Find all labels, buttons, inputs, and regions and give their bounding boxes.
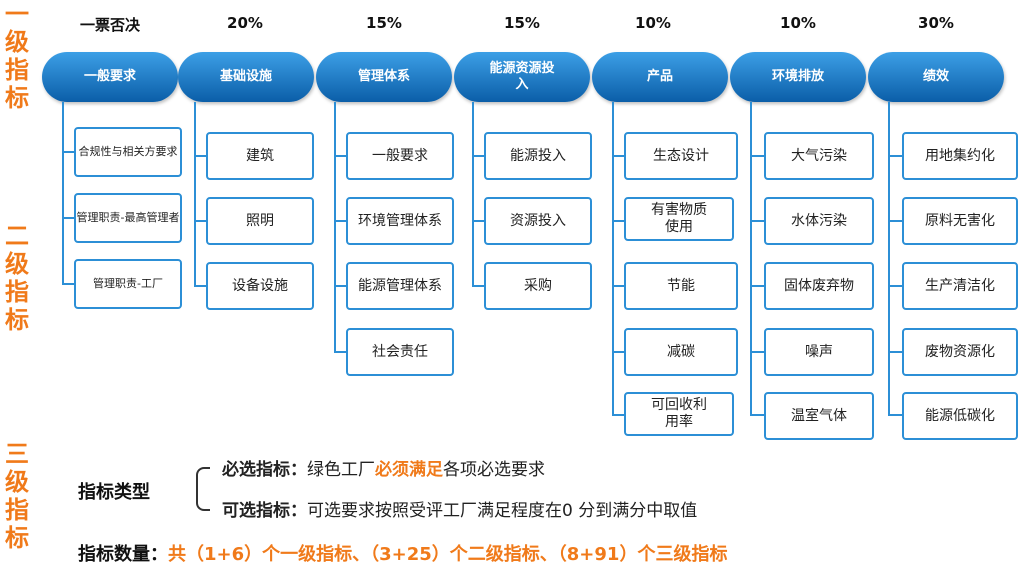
connector-branch bbox=[612, 220, 624, 222]
item-social-responsibility: 社会责任 bbox=[346, 328, 454, 376]
item-energy-saving: 节能 bbox=[624, 262, 738, 310]
item-energy-system: 能源管理体系 bbox=[346, 262, 454, 310]
item-air-pollution: 大气污染 bbox=[764, 132, 874, 180]
connector-branch bbox=[472, 155, 484, 157]
connector-branch bbox=[472, 285, 484, 287]
item-land-intensive: 用地集约化 bbox=[902, 132, 1018, 180]
item-hazardous-substances: 有害物质使用 bbox=[624, 197, 734, 241]
item-harmless-materials: 原料无害化 bbox=[902, 197, 1018, 245]
connector-branch bbox=[750, 351, 764, 353]
connector-product bbox=[612, 102, 614, 416]
item-resource-input: 资源投入 bbox=[484, 197, 592, 245]
connector-infrastructure bbox=[194, 102, 196, 286]
weight-label-infrastructure: 20% bbox=[227, 14, 263, 32]
connector-branch bbox=[888, 285, 902, 287]
weight-label-management: 15% bbox=[366, 14, 402, 32]
connector-management bbox=[334, 102, 336, 352]
connector-performance bbox=[888, 102, 890, 416]
connector-branch bbox=[62, 151, 74, 153]
item-compliance: 合规性与相关方要求 bbox=[74, 127, 182, 177]
item-carbon-reduction: 减碳 bbox=[624, 328, 738, 376]
connector-branch bbox=[194, 285, 206, 287]
node-management-system: 管理体系 bbox=[316, 52, 452, 102]
item-general-requirement: 一般要求 bbox=[346, 132, 454, 180]
item-low-carbon-energy: 能源低碳化 bbox=[902, 392, 1018, 440]
node-performance: 绩效 bbox=[868, 52, 1004, 102]
connector-branch bbox=[612, 351, 624, 353]
connector-branch bbox=[334, 285, 346, 287]
connector-branch bbox=[194, 220, 206, 222]
item-energy-input: 能源投入 bbox=[484, 132, 592, 180]
indicator-type-label: 指标类型 bbox=[78, 482, 150, 503]
node-product: 产品 bbox=[592, 52, 728, 102]
connector-branch bbox=[888, 351, 902, 353]
connector-branch bbox=[888, 155, 902, 157]
item-water-pollution: 水体污染 bbox=[764, 197, 874, 245]
item-greenhouse-gas: 温室气体 bbox=[764, 392, 874, 440]
node-general-requirements: 一般要求 bbox=[42, 52, 178, 102]
node-infrastructure: 基础设施 bbox=[178, 52, 314, 102]
weight-label-performance: 30% bbox=[918, 14, 954, 32]
connector-branch bbox=[888, 220, 902, 222]
item-eco-design: 生态设计 bbox=[624, 132, 738, 180]
item-equipment: 设备设施 bbox=[206, 262, 314, 310]
item-waste-recycling: 废物资源化 bbox=[902, 328, 1018, 376]
connector-branch bbox=[334, 351, 346, 353]
connector-branch bbox=[612, 285, 624, 287]
weight-label-emission: 10% bbox=[780, 14, 816, 32]
item-procurement: 采购 bbox=[484, 262, 592, 310]
item-factory-management: 管理职责-工厂 bbox=[74, 259, 182, 309]
level1-side-label: 一 级 指 标 bbox=[5, 0, 29, 112]
connector-branch bbox=[888, 414, 902, 416]
item-building: 建筑 bbox=[206, 132, 314, 180]
connector-branch bbox=[472, 220, 484, 222]
item-environment-system: 环境管理体系 bbox=[346, 197, 454, 245]
item-lighting: 照明 bbox=[206, 197, 314, 245]
type-brace bbox=[196, 467, 210, 511]
weight-label-general: 一票否决 bbox=[79, 16, 140, 34]
connector-general bbox=[62, 102, 64, 284]
node-environmental-emission: 环境排放 bbox=[730, 52, 866, 102]
item-top-management: 管理职责-最高管理者 bbox=[74, 193, 182, 243]
item-solid-waste: 固体废弃物 bbox=[764, 262, 874, 310]
level3-side-label: 三 级 指 标 bbox=[5, 440, 29, 552]
connector-branch bbox=[612, 414, 624, 416]
connector-emission bbox=[750, 102, 752, 416]
connector-branch bbox=[194, 155, 206, 157]
connector-energy-input bbox=[472, 102, 474, 286]
connector-branch bbox=[750, 220, 764, 222]
connector-branch bbox=[334, 155, 346, 157]
connector-branch bbox=[750, 285, 764, 287]
optional-indicator-line: 可选指标：可选要求按照受评工厂满足程度在0 分到满分中取值 bbox=[222, 501, 698, 521]
node-energy-resource-input: 能源资源投入 bbox=[454, 52, 590, 102]
item-recyclability: 可回收利用率 bbox=[624, 392, 734, 436]
item-noise: 噪声 bbox=[764, 328, 874, 376]
connector-branch bbox=[612, 155, 624, 157]
connector-branch bbox=[334, 220, 346, 222]
connector-branch bbox=[62, 217, 74, 219]
connector-branch bbox=[750, 414, 764, 416]
item-clean-production: 生产清洁化 bbox=[902, 262, 1018, 310]
connector-branch bbox=[62, 283, 74, 285]
level2-side-label: 二 级 指 标 bbox=[5, 222, 29, 334]
weight-label-energy-input: 15% bbox=[504, 14, 540, 32]
indicator-count-line: 指标数量：共（1+6）个一级指标、（3+25）个二级指标、（8+91）个三级指标 bbox=[78, 544, 728, 565]
weight-label-product: 10% bbox=[635, 14, 671, 32]
required-indicator-line: 必选指标：绿色工厂必须满足各项必选要求 bbox=[222, 460, 545, 480]
connector-branch bbox=[750, 155, 764, 157]
